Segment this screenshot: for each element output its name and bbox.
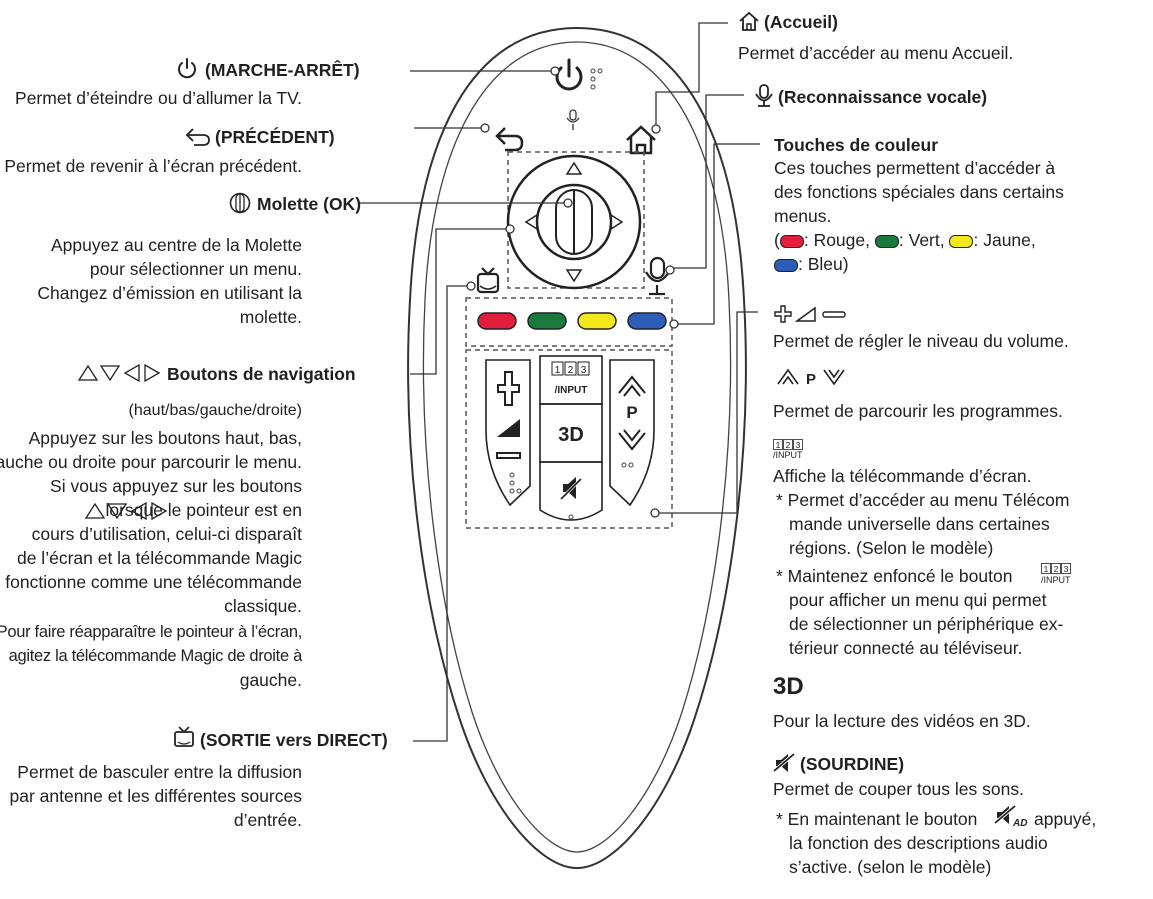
back-title: (PRÉCÉDENT) bbox=[215, 126, 335, 149]
wheel-desc-1: Appuyez au centre de la Molette bbox=[51, 234, 302, 257]
wheel-icon bbox=[229, 192, 251, 214]
svg-text:AD: AD bbox=[1012, 818, 1027, 828]
svg-text:3: 3 bbox=[1064, 564, 1069, 574]
red-color-button[interactable] bbox=[478, 313, 516, 329]
colors-line-1: Ces touches permettent d’accéder à bbox=[774, 157, 1055, 180]
wheel-desc-4: molette. bbox=[240, 306, 302, 329]
mute-note-1b: appuyé, bbox=[1034, 808, 1096, 831]
colors-line-3: menus. bbox=[774, 205, 831, 228]
svg-text:P: P bbox=[806, 371, 816, 388]
program-desc: Permet de parcourir les programmes. bbox=[773, 400, 1063, 423]
remote-wheel-ok[interactable] bbox=[537, 185, 611, 259]
live-title: (SORTIE vers DIRECT) bbox=[200, 729, 388, 752]
remote-input-label: /INPUT bbox=[555, 385, 588, 396]
blue-color-button[interactable] bbox=[628, 313, 666, 329]
nav-line-8: classique. bbox=[224, 595, 302, 618]
nav-line-11: gauche. bbox=[240, 669, 302, 692]
colors-title: Touches de couleur bbox=[774, 134, 938, 157]
3d-icon: 3D bbox=[773, 672, 809, 698]
mute-desc: Permet de couper tous les sons. bbox=[773, 778, 1024, 801]
volume-symbols-icon bbox=[773, 303, 849, 325]
svg-text:2: 2 bbox=[1054, 564, 1059, 574]
input-note2-4: térieur connecté au téléviseur. bbox=[789, 637, 1022, 660]
mute-note-1a: * En maintenant le bouton bbox=[776, 808, 977, 831]
remote-3d-button[interactable]: 3D bbox=[558, 424, 584, 446]
live-tv-icon bbox=[173, 726, 195, 748]
voice-title: (Reconnaissance vocale) bbox=[778, 86, 987, 109]
nav-arrows-icon bbox=[77, 362, 161, 384]
live-line-1: Permet de basculer entre la diffusion bbox=[17, 761, 302, 784]
blue-swatch-icon bbox=[774, 259, 798, 272]
input-note1-2: mande universelle dans certaines bbox=[789, 513, 1050, 536]
yellow-swatch-icon bbox=[949, 235, 973, 248]
input-note1-3: régions. (Selon le modèle) bbox=[789, 537, 993, 560]
nav-line-5: cours d’utilisation, celui-ci disparaît bbox=[32, 523, 302, 546]
colors-legend-row2: : Bleu) bbox=[774, 253, 849, 276]
wheel-desc-3: Changez d’émission en utilisant la bbox=[37, 282, 302, 305]
nav-line-9: Pour faire réapparaître le pointeur à l’… bbox=[0, 621, 302, 644]
wheel-title: Molette (OK) bbox=[257, 193, 361, 216]
nav-line-6: de l’écran et la télécommande Magic bbox=[17, 547, 302, 570]
input-icon-label: /INPUT bbox=[773, 449, 803, 461]
green-swatch-icon bbox=[875, 235, 899, 248]
red-swatch-icon bbox=[780, 235, 804, 248]
input-123-inline-icon: 1 2 3 bbox=[1041, 563, 1071, 575]
nav-line-3: Si vous appuyez sur les boutons bbox=[50, 475, 302, 498]
nav-line-10: agitez la télécommande Magic de droite à bbox=[9, 645, 302, 668]
svg-text:1: 1 bbox=[1044, 564, 1049, 574]
volume-desc: Permet de régler le niveau du volume. bbox=[773, 330, 1069, 353]
mute-title: (SOURDINE) bbox=[800, 753, 904, 776]
home-desc: Permet d’accéder au menu Accueil. bbox=[738, 42, 1013, 65]
3d-desc: Pour la lecture des vidéos en 3D. bbox=[773, 710, 1031, 733]
home-icon bbox=[738, 10, 760, 32]
wheel-desc-2: pour sélectionner un menu. bbox=[90, 258, 302, 281]
back-desc: Permet de revenir à l’écran précédent. bbox=[4, 155, 302, 178]
remote-body bbox=[408, 28, 746, 868]
mute-note-2: la fonction des descriptions audio bbox=[789, 832, 1048, 855]
svg-text:1: 1 bbox=[555, 365, 561, 376]
colors-line-2: des fonctions spéciales dans certains bbox=[774, 181, 1064, 204]
home-title: (Accueil) bbox=[764, 11, 838, 34]
yellow-color-button[interactable] bbox=[578, 313, 616, 329]
svg-text:3: 3 bbox=[581, 365, 587, 376]
nav-sub: (haut/bas/gauche/droite) bbox=[129, 399, 302, 422]
nav-line-2: gauche ou droite pour parcourir le menu. bbox=[0, 451, 302, 474]
input-note2-2: pour afficher un menu qui permet bbox=[789, 589, 1046, 612]
mute-ad-icon: AD bbox=[994, 804, 1030, 828]
nav-line-1: Appuyez sur les boutons haut, bas, bbox=[29, 427, 302, 450]
svg-text:2: 2 bbox=[568, 365, 574, 376]
input-note2-1: * Maintenez enfoncé le bouton bbox=[776, 565, 1012, 588]
remote-p-label: P bbox=[626, 403, 637, 422]
power-desc: Permet d’éteindre ou d’allumer la TV. bbox=[15, 87, 302, 110]
input-note1-1: * Permet d’accéder au menu Télécom bbox=[776, 489, 1069, 512]
power-icon bbox=[175, 56, 199, 80]
input-desc: Affiche la télécommande d’écran. bbox=[773, 465, 1031, 488]
mute-note-3: s’active. (selon le modèle) bbox=[789, 856, 991, 879]
mute-icon bbox=[773, 752, 797, 774]
nav-title: Boutons de navigation bbox=[167, 363, 356, 386]
input-note2-3: de sélectionner un périphérique ex- bbox=[789, 613, 1063, 636]
nav-line-7: fonctionne comme une télécommande bbox=[5, 571, 302, 594]
nav-line-4: lorsque le pointeur est en bbox=[105, 499, 302, 522]
live-line-3: d’entrée. bbox=[234, 809, 302, 832]
power-title: (MARCHE-ARRÊT) bbox=[205, 59, 360, 82]
svg-text:3D: 3D bbox=[773, 673, 804, 698]
green-color-button[interactable] bbox=[528, 313, 566, 329]
program-symbols-icon: P bbox=[777, 366, 847, 388]
live-line-2: par antenne et les différentes sources bbox=[9, 785, 302, 808]
input-inline-label: /INPUT bbox=[1041, 575, 1071, 586]
voice-icon bbox=[753, 83, 775, 109]
colors-legend-row1: (: Rouge, : Vert, : Jaune, bbox=[774, 229, 1036, 252]
back-icon bbox=[185, 127, 211, 147]
